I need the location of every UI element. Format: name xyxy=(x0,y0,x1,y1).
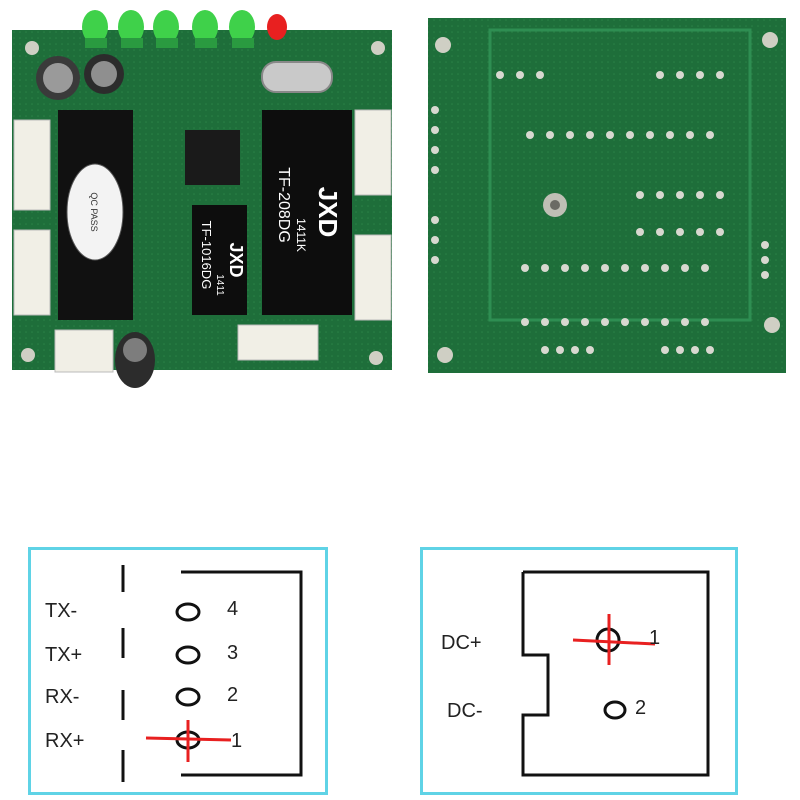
pin-1-marker xyxy=(145,720,232,762)
transformer-small-date: 1411 xyxy=(214,274,225,296)
status-leds xyxy=(82,10,287,48)
transformer-small-part: TF-1016DG xyxy=(199,221,214,290)
pin-number-3: 3 xyxy=(227,642,239,664)
board-front: QC PASS JXD 1411K TF-208DG JXD 1411 TF-1… xyxy=(12,10,392,388)
pin-2-hole xyxy=(175,687,201,707)
ethernet-pin-diagram: TX- TX+ RX- RX+ 4 3 2 1 xyxy=(28,547,328,795)
transformer-large-date: 1411K xyxy=(294,218,308,252)
pin-number-2: 2 xyxy=(227,684,239,706)
pin-number-4: 4 xyxy=(227,598,239,620)
dc-pin-number-1: 1 xyxy=(649,627,661,649)
dc-plus-label: DC+ xyxy=(441,632,482,654)
pin-4-hole xyxy=(175,602,201,622)
transformer-small-brand: JXD xyxy=(226,242,246,277)
pin-signal-rx-plus: RX+ xyxy=(45,730,85,752)
power-pin-diagram: DC+ DC- 1 2 xyxy=(420,547,738,795)
pin-3-hole xyxy=(175,645,201,665)
qc-sticker-label: QC PASS xyxy=(89,192,99,231)
pin-signal-rx-minus: RX- xyxy=(45,686,80,708)
ethernet-connector-outline xyxy=(121,565,303,782)
pin-signal-tx-minus: TX- xyxy=(45,600,78,622)
transformer-large-part: TF-208DG xyxy=(275,167,292,243)
power-connector-outline xyxy=(521,570,710,777)
dc-pin-1-marker xyxy=(572,614,656,665)
board-back xyxy=(428,18,786,373)
product-photo: QC PASS JXD 1411K TF-208DG JXD 1411 TF-1… xyxy=(12,10,786,388)
dc-minus-label: DC- xyxy=(447,700,483,722)
dc-pin-number-2: 2 xyxy=(635,697,647,719)
pin-signal-tx-plus: TX+ xyxy=(45,644,83,666)
pin-number-1: 1 xyxy=(231,730,243,752)
transformer-large-brand: JXD xyxy=(313,187,343,238)
dc-pin-2-hole xyxy=(603,700,627,720)
